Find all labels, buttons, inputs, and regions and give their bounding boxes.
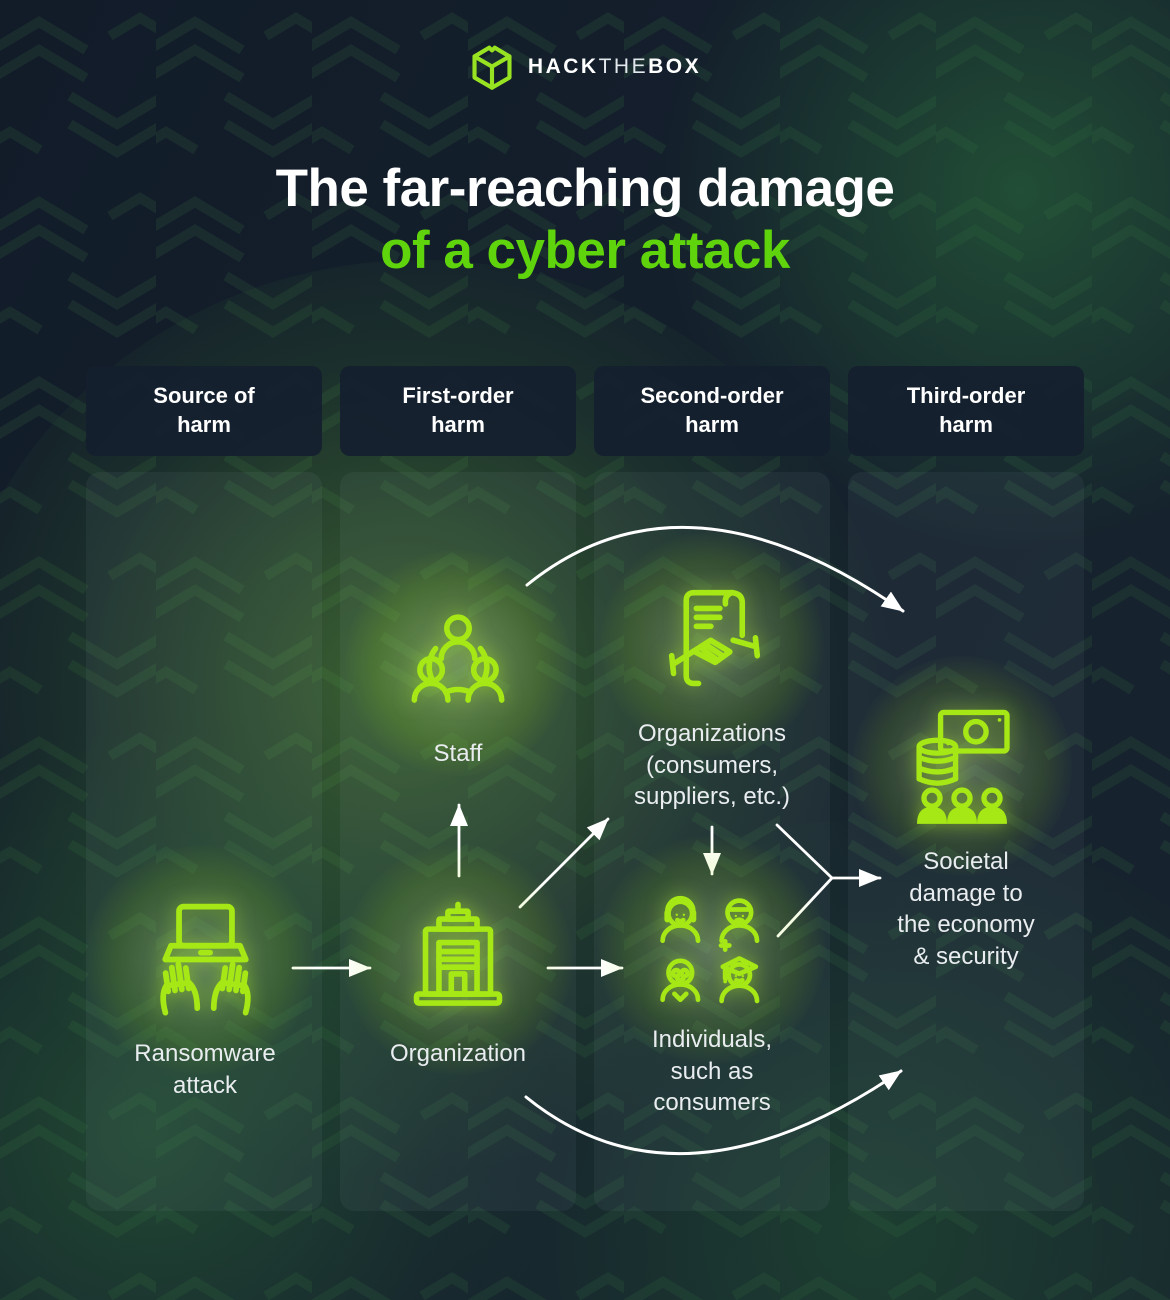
column-header-source-of-harm: Source of harm [86, 366, 322, 456]
staff-label: Staff [433, 740, 483, 767]
column-header-label: First-order harm [402, 383, 514, 437]
arrow-curve-organization-to-third-order [524, 1069, 903, 1155]
partner-organizations-label: Organizations (consumers, suppliers, etc… [633, 720, 791, 811]
people-group-icon [652, 890, 770, 1013]
logo-word-box: BOX [648, 55, 702, 78]
individuals-label: Individuals, such as consumers [651, 1026, 773, 1117]
arrow-merge-from-individuals [776, 876, 834, 938]
economy-people-icon [908, 706, 1016, 831]
column-panel-source [86, 472, 322, 1211]
society-label: Societal damage to the economy & securit… [897, 848, 1035, 971]
contract-handshake-icon [656, 586, 768, 703]
organization-label: Organization [389, 1040, 527, 1067]
team-circle-icon [402, 606, 514, 723]
logo-word-the: THE [598, 55, 649, 78]
hackthebox-logo: HACKTHEBOX [0, 44, 1170, 90]
arrow-merge-from-partner-organizations [775, 823, 834, 880]
logo-word-hack: HACK [527, 55, 599, 78]
page-title: The far-reaching damage of a cyber attac… [0, 158, 1170, 282]
building-icon [400, 900, 516, 1017]
htb-cube-icon [472, 45, 512, 90]
ransomware-label: Ransomware attack [134, 1040, 276, 1099]
column-header-first-order-harm: First-order harm [340, 366, 576, 456]
column-header-label: Source of harm [153, 383, 255, 437]
arrow-organization-to-partner-organizations [518, 817, 610, 909]
logo-wordmark: HACKTHEBOX [528, 55, 701, 79]
title-line-1: The far-reaching damage [275, 159, 895, 218]
title-line-2: of a cyber attack [380, 221, 790, 280]
hacker-laptop-icon [148, 902, 263, 1022]
